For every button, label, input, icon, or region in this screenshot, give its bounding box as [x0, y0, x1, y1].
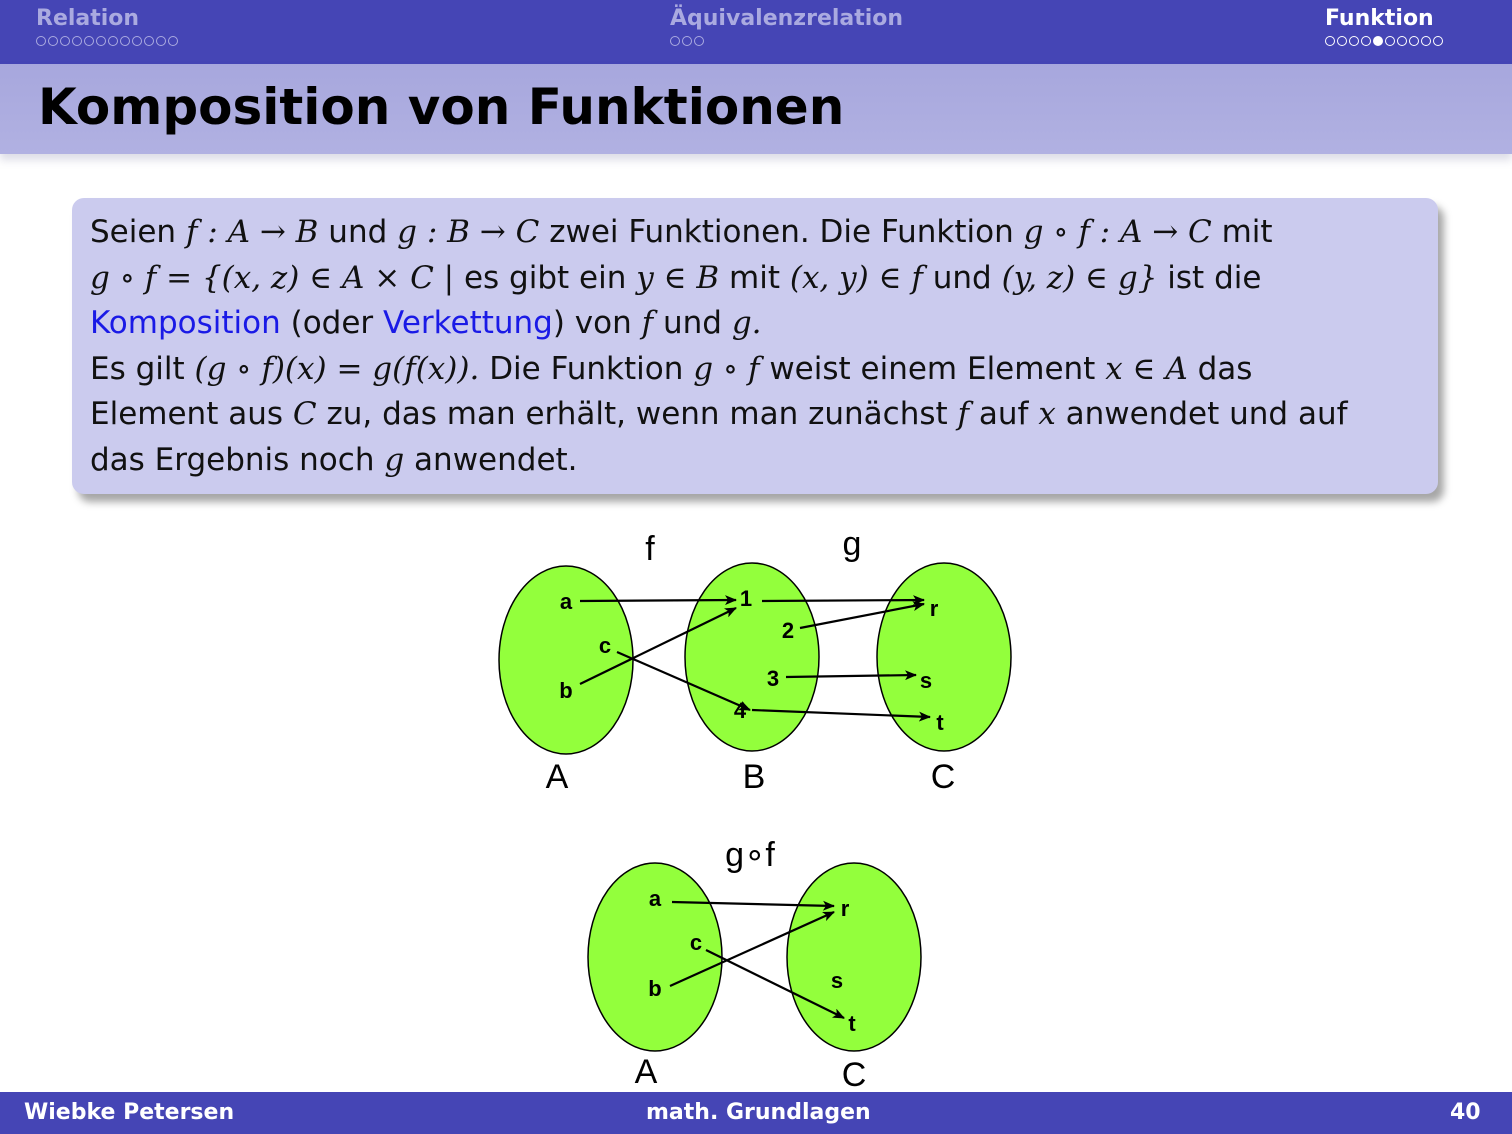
progress-dot[interactable]: [1385, 36, 1395, 46]
progress-dot[interactable]: [670, 36, 680, 46]
nav-progress-dots: [36, 36, 178, 46]
progress-dot[interactable]: [694, 36, 704, 46]
term-komposition: Komposition: [90, 305, 281, 342]
function-g-label: g: [843, 525, 862, 563]
arrow-b-to-1: [579, 607, 737, 685]
arrow-4-to-t: [751, 708, 931, 722]
footer-author: Wiebke Petersen: [24, 1100, 235, 1125]
composition-label: g∘f: [725, 836, 775, 874]
arrow-a-to-1: [579, 595, 737, 606]
progress-dot[interactable]: [144, 36, 154, 46]
title-bar: Komposition von Funktionen: [0, 64, 1512, 154]
element-c: c: [599, 633, 611, 658]
nav-section-relation[interactable]: Relation: [36, 6, 178, 46]
progress-dot[interactable]: [1349, 36, 1359, 46]
definition-text: Seien f : A → B und g : B → C zwei Funkt…: [90, 214, 1348, 478]
set-c-ellipse: [876, 562, 1012, 752]
arrow-b-to-r: [669, 910, 835, 988]
footer-course: math. Grundlagen: [646, 1100, 871, 1125]
progress-dot-current[interactable]: [1373, 36, 1383, 46]
element-4: 4: [734, 698, 747, 723]
term-verkettung: Verkettung: [383, 305, 553, 342]
arrow-1-to-r: [761, 595, 925, 606]
nav-progress-dots: [670, 36, 903, 46]
set-a-label: A: [635, 1053, 658, 1091]
progress-dot[interactable]: [36, 36, 46, 46]
header-navigation-bar: Relation Äquivalenzrelation Funktion: [0, 0, 1512, 64]
progress-dot[interactable]: [48, 36, 58, 46]
progress-dot[interactable]: [60, 36, 70, 46]
bottom-mapping-diagram: g∘f a c b r s t A C: [587, 836, 922, 1094]
set-c-label: C: [931, 758, 956, 796]
footer-bar: Wiebke Petersen math. Grundlagen 40: [0, 1092, 1512, 1134]
element-r: r: [841, 896, 850, 921]
progress-dot[interactable]: [1433, 36, 1443, 46]
element-a: a: [649, 886, 662, 911]
top-mapping-diagram: f g a c b 1 2 3 4 r s t A B C: [498, 525, 1012, 796]
progress-dot[interactable]: [682, 36, 692, 46]
element-c: c: [690, 930, 702, 955]
page-title: Komposition von Funktionen: [38, 78, 845, 136]
arrow-c-to-t: [705, 949, 845, 1019]
progress-dot[interactable]: [108, 36, 118, 46]
element-s: s: [920, 668, 932, 693]
element-a: a: [560, 589, 573, 614]
element-b: b: [648, 976, 661, 1001]
nav-section-aequivalenzrelation[interactable]: Äquivalenzrelation: [670, 6, 903, 46]
element-3: 3: [767, 666, 779, 691]
element-t: t: [848, 1011, 856, 1036]
page-number: 40: [1450, 1100, 1481, 1125]
arrow-a-to-r: [671, 900, 835, 911]
element-t: t: [936, 710, 944, 735]
progress-dot[interactable]: [156, 36, 166, 46]
progress-dot[interactable]: [84, 36, 94, 46]
progress-dot[interactable]: [132, 36, 142, 46]
progress-dot[interactable]: [1421, 36, 1431, 46]
element-1: 1: [740, 586, 752, 611]
element-2: 2: [782, 618, 794, 643]
progress-dot[interactable]: [1409, 36, 1419, 46]
progress-dot[interactable]: [1325, 36, 1335, 46]
progress-dot[interactable]: [168, 36, 178, 46]
set-b-ellipse: [684, 562, 820, 752]
arrow-c-to-4: [616, 650, 751, 712]
set-b-label: B: [743, 758, 766, 796]
definition-box: Seien f : A → B und g : B → C zwei Funkt…: [72, 198, 1438, 494]
progress-dot[interactable]: [120, 36, 130, 46]
arrow-2-to-r: [799, 601, 925, 630]
element-s: s: [831, 968, 843, 993]
progress-dot[interactable]: [1337, 36, 1347, 46]
set-a-label: A: [546, 758, 569, 796]
arrow-3-to-s: [785, 670, 917, 681]
nav-section-label: Funktion: [1325, 6, 1434, 31]
progress-dot[interactable]: [1361, 36, 1371, 46]
set-c-label: C: [842, 1056, 867, 1094]
set-c-ellipse: [786, 862, 922, 1052]
nav-section-funktion[interactable]: Funktion: [1325, 6, 1443, 46]
element-b: b: [559, 678, 572, 703]
progress-dot[interactable]: [1397, 36, 1407, 46]
progress-dot[interactable]: [96, 36, 106, 46]
function-f-label: f: [645, 530, 655, 568]
nav-progress-dots: [1325, 36, 1443, 46]
progress-dot[interactable]: [72, 36, 82, 46]
nav-section-label: Äquivalenzrelation: [670, 6, 904, 31]
element-r: r: [930, 596, 939, 621]
nav-section-label: Relation: [36, 6, 140, 31]
